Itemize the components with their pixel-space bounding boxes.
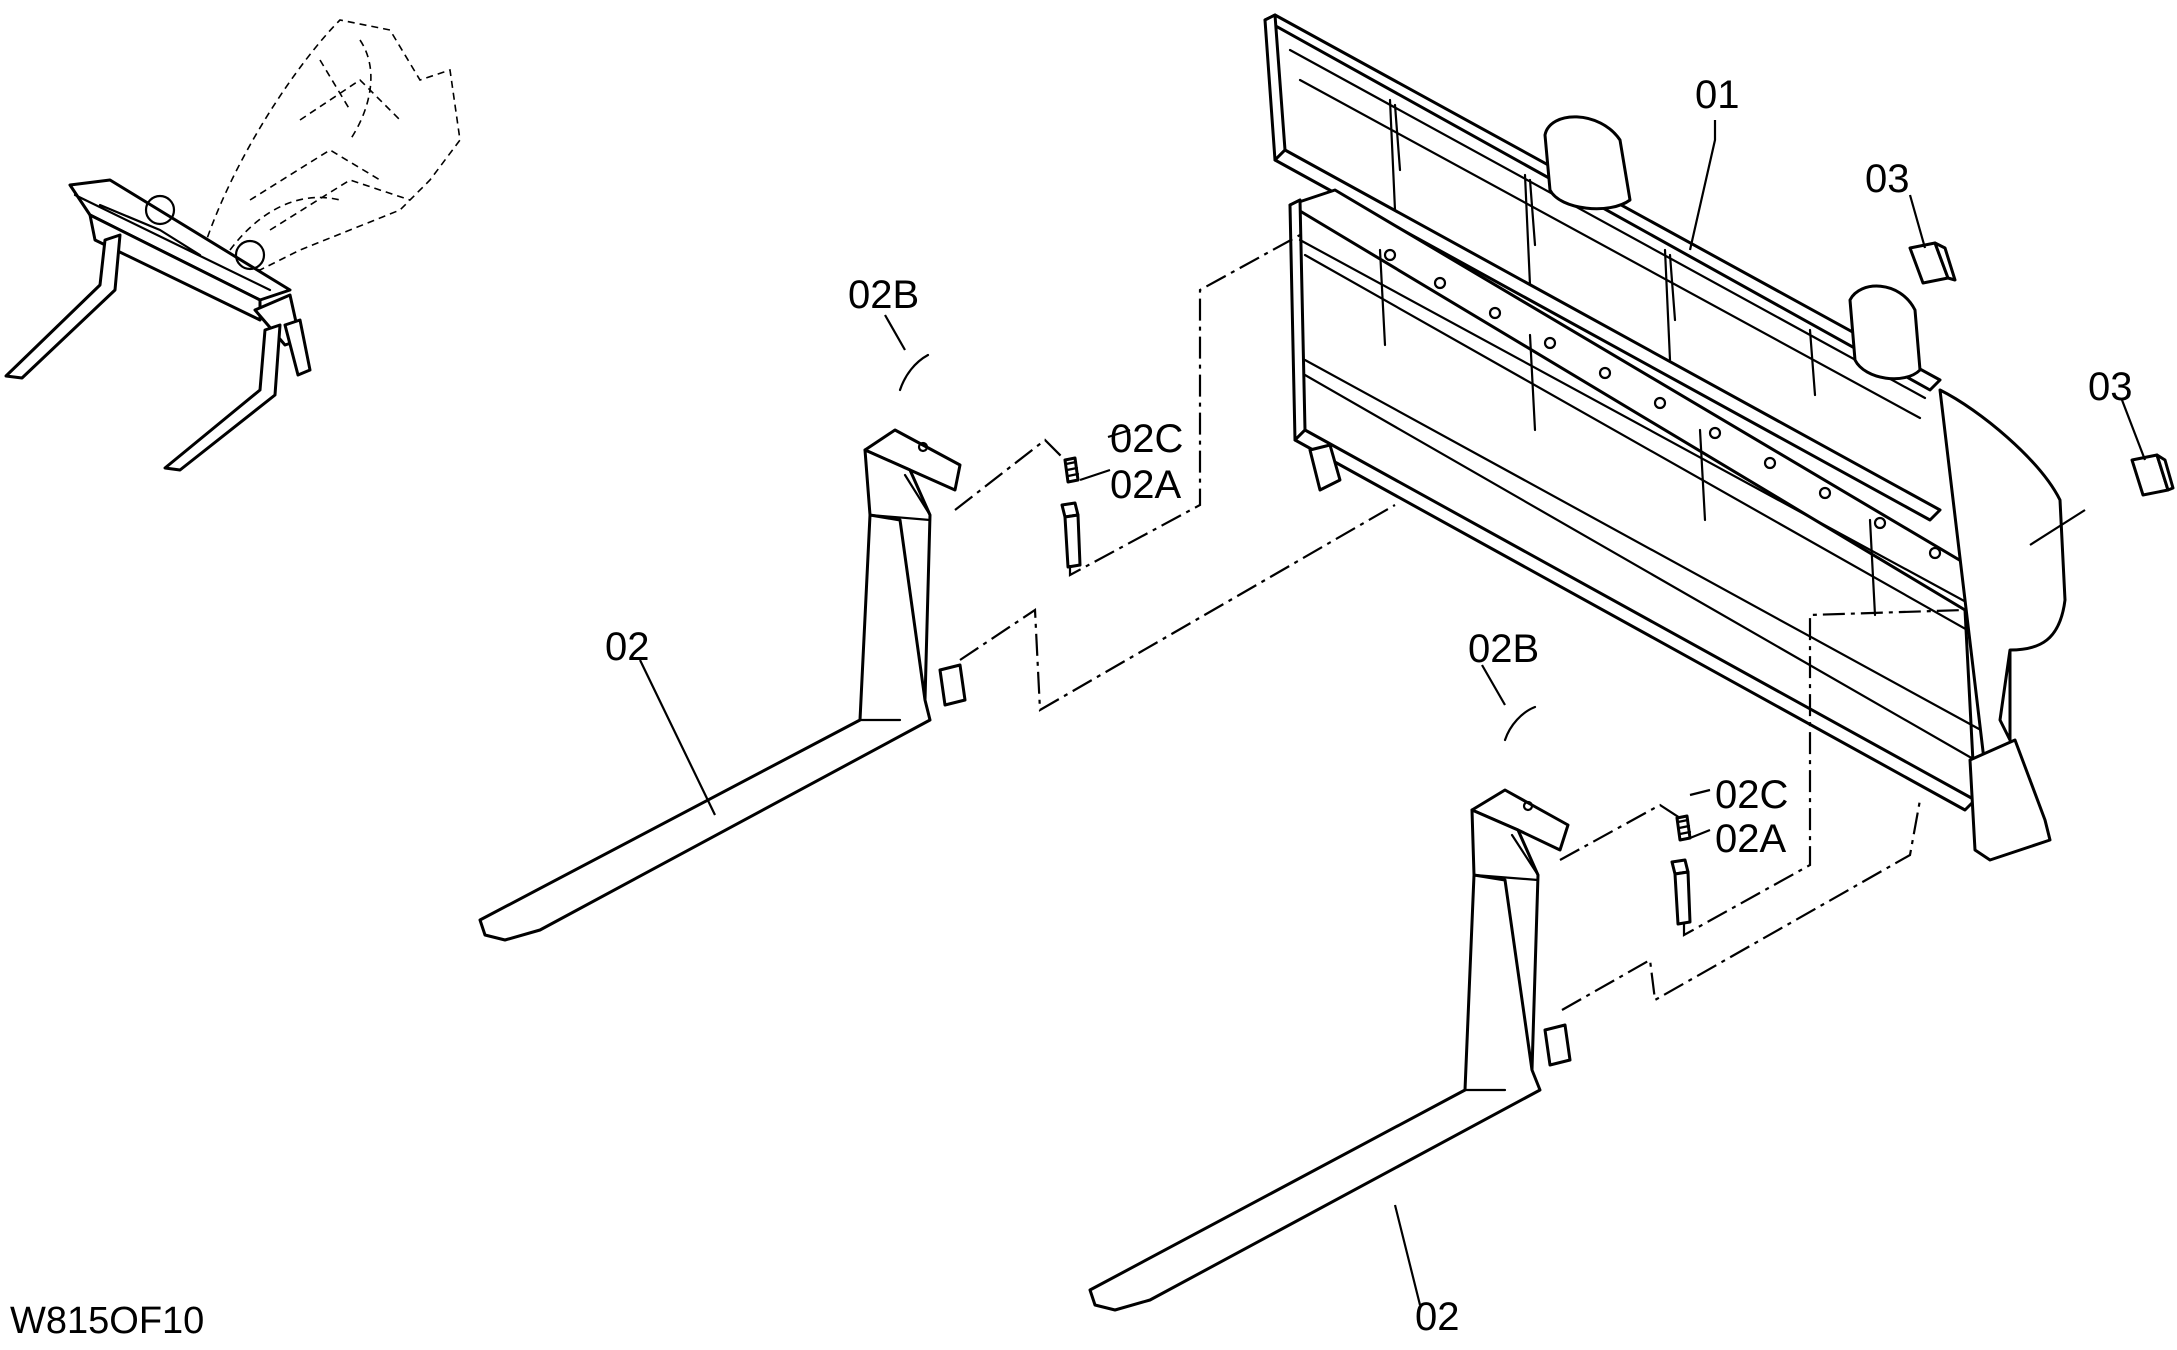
overview-forks	[4, 233, 282, 472]
callout-frame: 01	[1695, 73, 1740, 117]
fork-right	[1088, 788, 1572, 1312]
pin-right	[1670, 858, 1692, 926]
pin-left	[1060, 501, 1082, 569]
carriage-frame	[1263, 13, 2067, 862]
wear-pad-upper	[1908, 241, 1957, 285]
spring-right	[1675, 814, 1692, 842]
drawing-code: W815OF10	[10, 1300, 204, 1342]
fork-left	[478, 428, 967, 942]
callout-fork-left: 02	[605, 625, 650, 669]
wear-pad-lower	[2130, 453, 2175, 497]
callout-fork-right: 02	[1415, 1295, 1460, 1339]
leader-lines	[639, 120, 2147, 1306]
callout-clip-right: 02B	[1468, 627, 1539, 671]
callout-pin-right: 02A	[1715, 817, 1786, 861]
overview-inset	[4, 19, 461, 472]
callout-spring-right: 02C	[1715, 773, 1788, 817]
overview-machine-ghost	[198, 19, 461, 271]
callout-pin-left: 02A	[1110, 463, 1181, 507]
callout-pad-lower: 03	[2088, 365, 2133, 409]
clip-left	[898, 353, 930, 392]
clip-right	[1503, 705, 1537, 742]
callout-labels: 01 03 03 02B 02C 02A 02 02B 02C 02A 02	[605, 73, 2133, 1339]
frame-holes	[1383, 248, 1942, 560]
callout-pad-upper: 03	[1865, 157, 1910, 201]
callout-spring-left: 02C	[1110, 417, 1183, 461]
callout-clip-left: 02B	[848, 273, 919, 317]
assembly-lines	[954, 234, 1966, 1011]
spring-left	[1063, 456, 1080, 484]
overview-carriage	[68, 178, 312, 377]
